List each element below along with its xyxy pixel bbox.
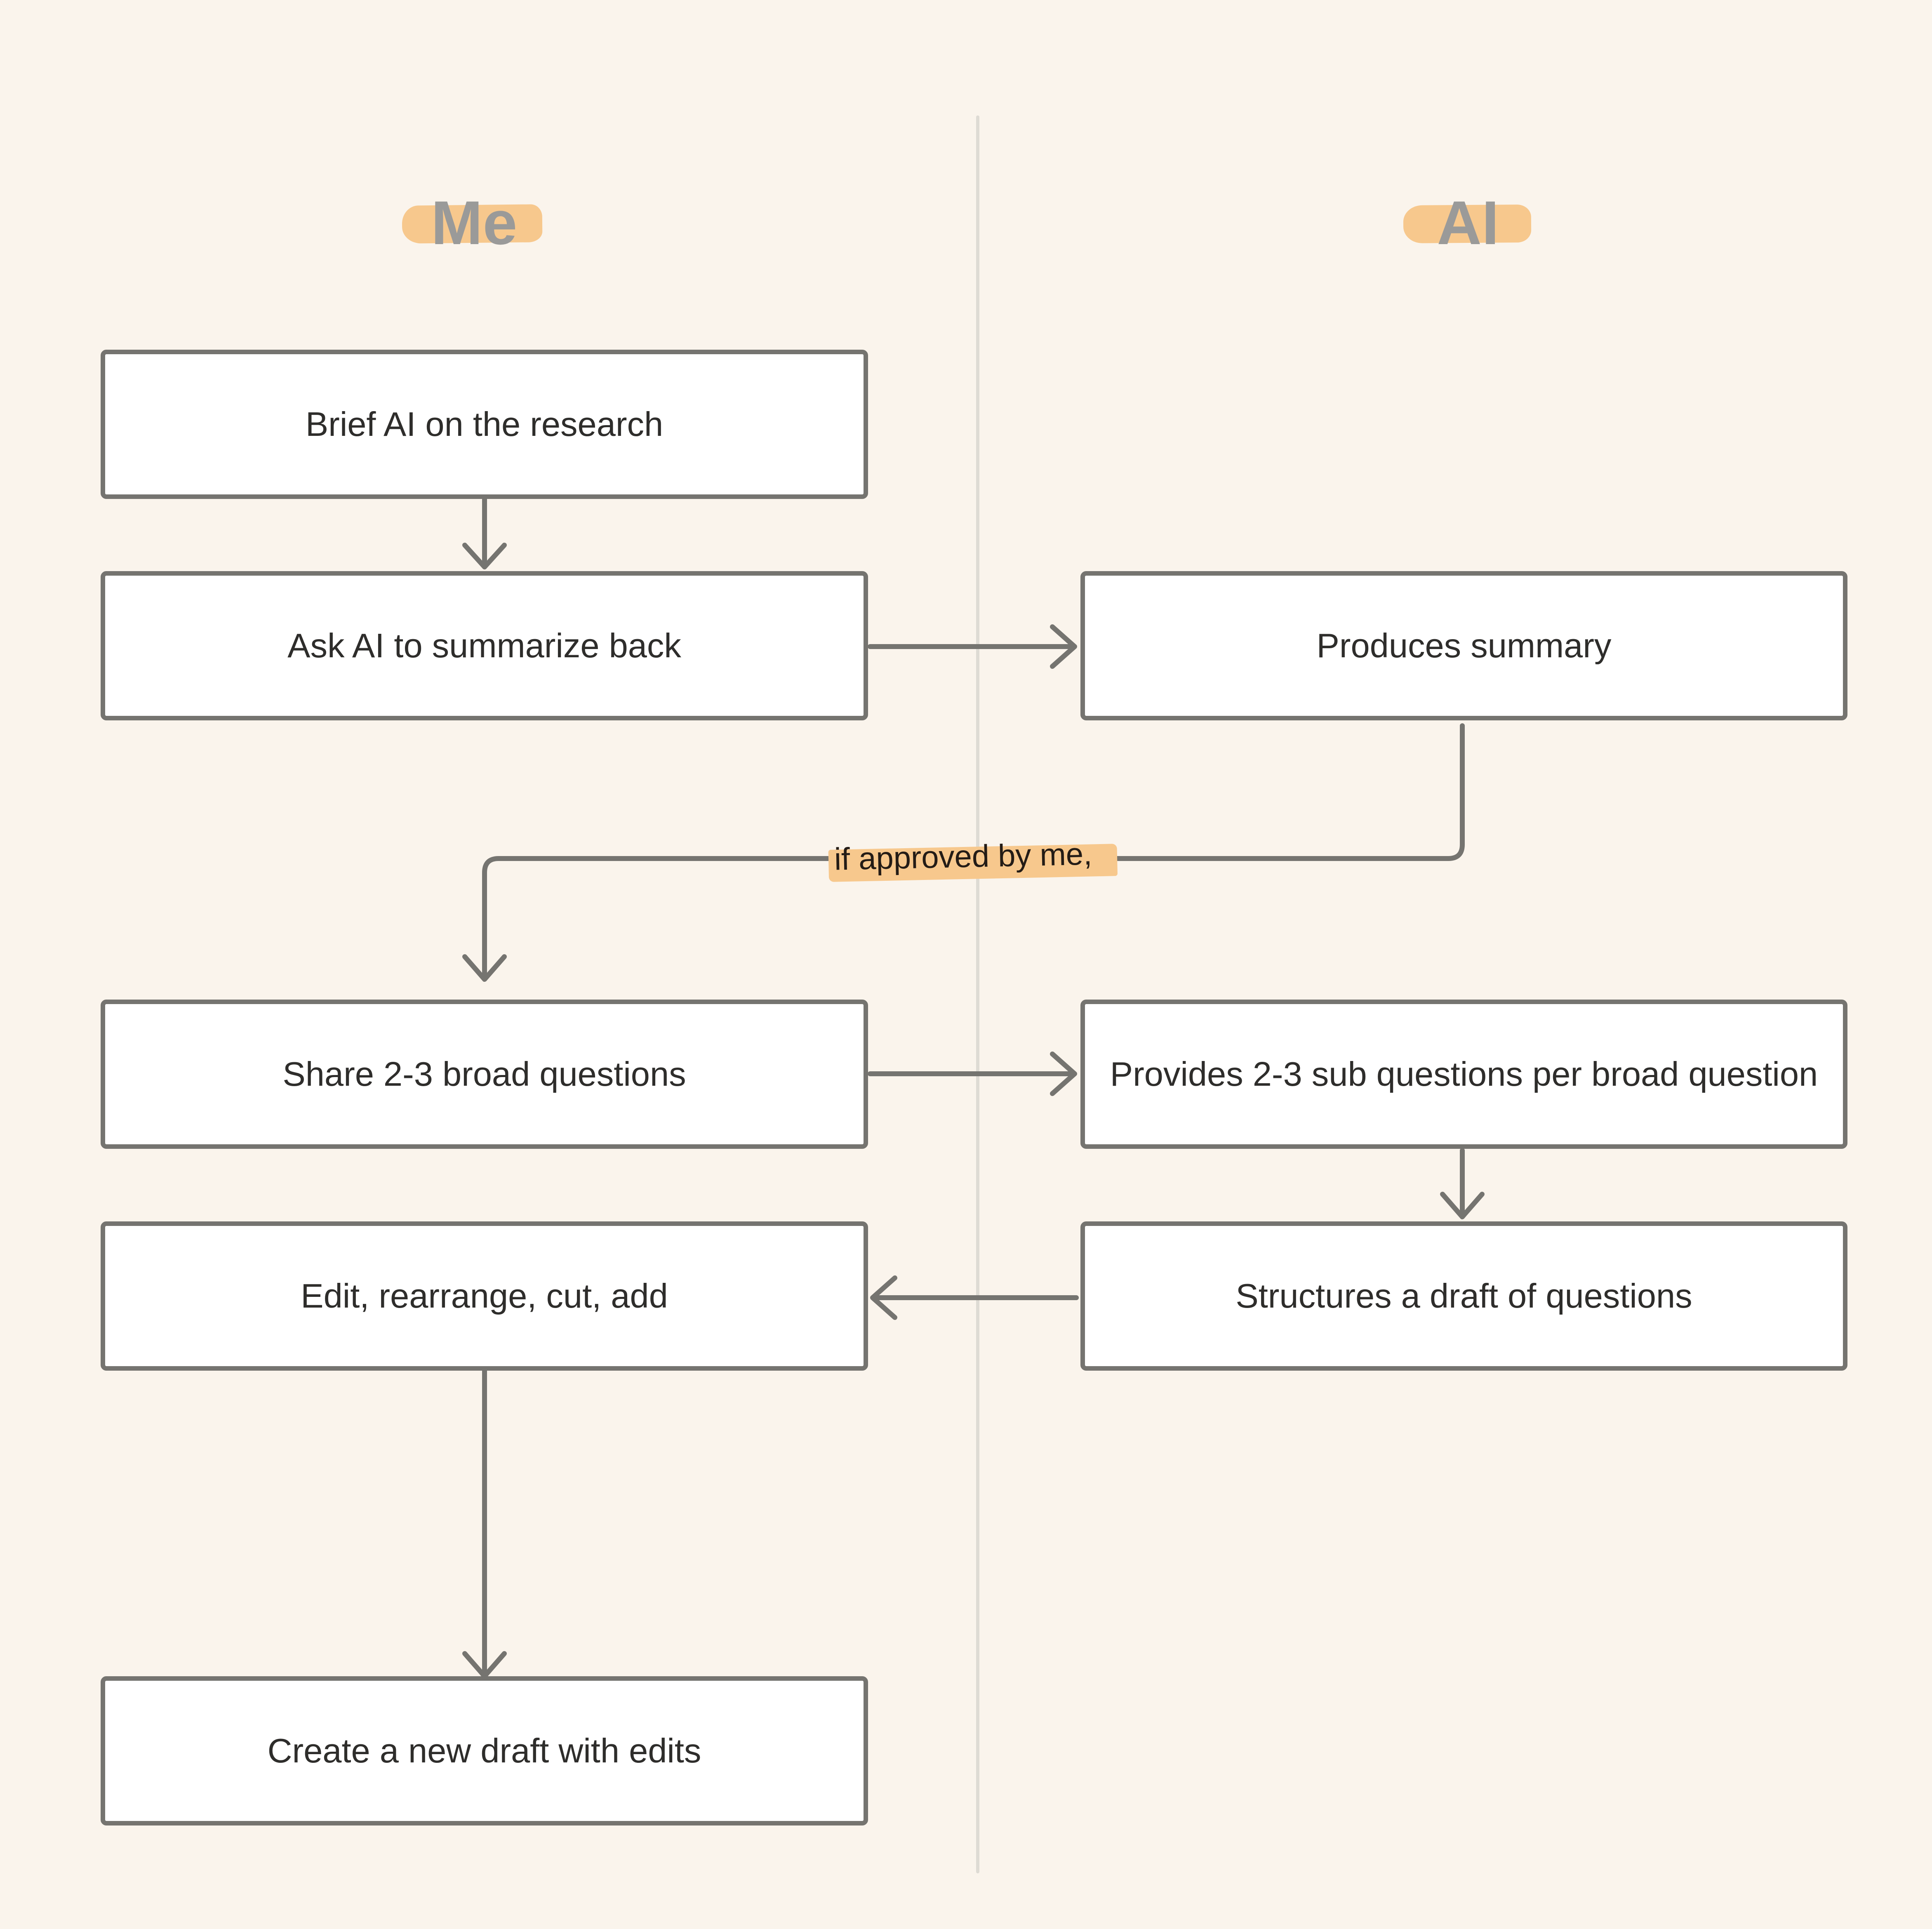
node-share-questions[interactable]: Share 2-3 broad questions bbox=[101, 1000, 868, 1149]
node-produces-summary[interactable]: Produces summary bbox=[1080, 571, 1847, 720]
node-brief-ai[interactable]: Brief AI on the research bbox=[101, 350, 868, 499]
connector-brief-to-ask bbox=[462, 496, 507, 569]
connector-edit-to-create bbox=[462, 1367, 507, 1679]
column-divider bbox=[976, 115, 979, 1873]
column-header-ai: AI bbox=[1437, 188, 1499, 257]
node-provides-subq[interactable]: Provides 2-3 sub questions per broad que… bbox=[1080, 1000, 1847, 1149]
node-edit-rearrange[interactable]: Edit, rearrange, cut, add bbox=[101, 1221, 868, 1371]
connector-provides-to-structures bbox=[1440, 1148, 1485, 1219]
connector-structures-to-edit bbox=[870, 1275, 1079, 1320]
node-create-new-draft[interactable]: Create a new draft with edits bbox=[101, 1676, 868, 1825]
node-structures-draft[interactable]: Structures a draft of questions bbox=[1080, 1221, 1847, 1371]
column-header-me: Me bbox=[431, 188, 518, 257]
node-ask-summarize[interactable]: Ask AI to summarize back bbox=[101, 571, 868, 720]
edge-label-text: if approved by me, bbox=[834, 836, 1093, 877]
connector-share-to-provides bbox=[868, 1052, 1077, 1096]
connector-ask-to-produces bbox=[868, 624, 1077, 669]
edge-label-if-approved: if approved by me, bbox=[828, 836, 1118, 882]
